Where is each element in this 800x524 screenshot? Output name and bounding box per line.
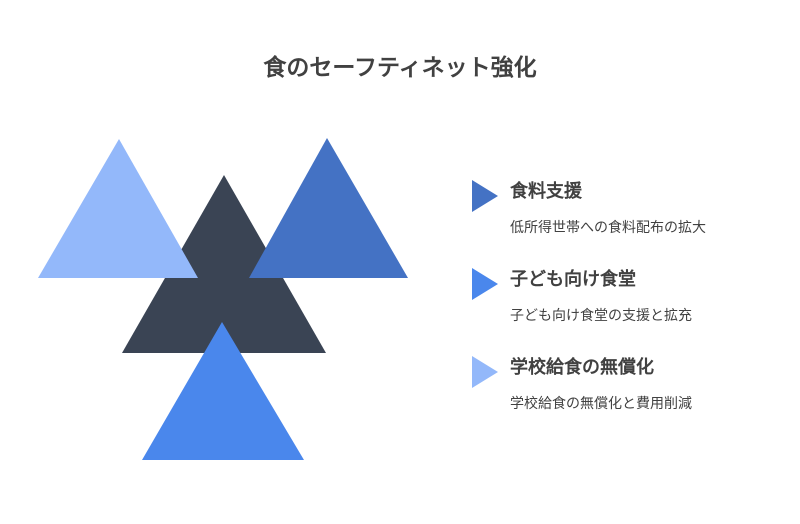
legend-item-title: 食料支援 xyxy=(510,181,582,202)
legend-item-description: 学校給食の無償化と費用削減 xyxy=(510,396,692,412)
legend-item-description: 子ども向け食堂の支援と拡充 xyxy=(510,308,692,324)
triangle-medium-blue-right xyxy=(249,138,408,278)
page-title: 食のセーフティネット強化 xyxy=(263,55,537,81)
legend-item-title: 子ども向け食堂 xyxy=(510,269,636,290)
play-triangle-icon xyxy=(472,268,498,300)
triangle-dark-center xyxy=(122,175,326,353)
legend-item-description: 低所得世帯への食料配布の拡大 xyxy=(510,220,706,236)
play-triangle-icon xyxy=(472,180,498,212)
triangle-bright-blue-bottom xyxy=(142,322,304,460)
legend-item-title: 学校給食の無償化 xyxy=(510,357,654,378)
play-triangle-icon xyxy=(472,356,498,388)
triangle-light-blue-left xyxy=(38,139,198,278)
